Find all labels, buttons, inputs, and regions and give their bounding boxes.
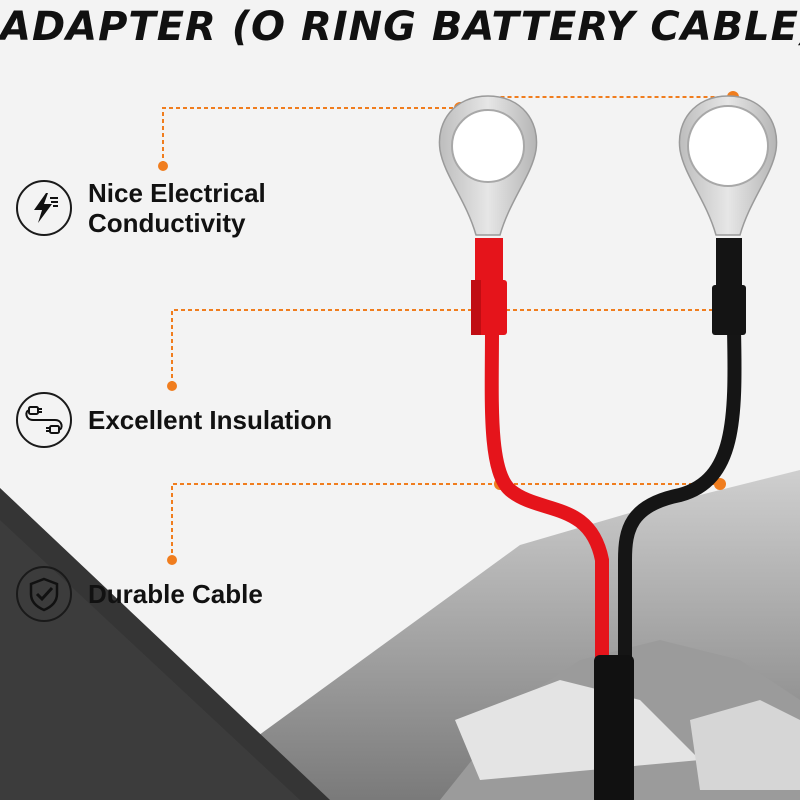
feature-conductivity: Nice Electrical Conductivity [16, 178, 266, 238]
black-wire [618, 323, 742, 667]
tent-shape [455, 680, 700, 780]
feature-label-line1: Excellent Insulation [88, 405, 333, 435]
leader-lines [162, 96, 733, 560]
feature-label: Durable Cable [88, 579, 263, 609]
right-ring-terminal [678, 95, 778, 335]
shield-check-icon [16, 566, 72, 622]
tent-shape-right [690, 700, 800, 790]
plug-cable-icon [16, 392, 72, 448]
feature-label-line1: Durable Cable [88, 579, 263, 609]
feature-durable: Durable Cable [16, 566, 263, 622]
left-ring-terminal [438, 95, 538, 335]
dark-panel [0, 488, 330, 800]
feature-label: Nice Electrical Conductivity [88, 178, 266, 238]
feature-label: Excellent Insulation [88, 405, 332, 435]
feature-label-line2: Conductivity [88, 208, 246, 238]
red-wire [484, 323, 609, 667]
lightning-icon [16, 180, 72, 236]
feature-insulation: Excellent Insulation [16, 392, 332, 448]
dark-panel-shade [0, 488, 330, 800]
cable-sheath [594, 655, 634, 800]
page-title: ADAPTER (O RING BATTERY CABLE) [0, 4, 800, 50]
feature-label-line1: Nice Electrical [88, 178, 266, 208]
